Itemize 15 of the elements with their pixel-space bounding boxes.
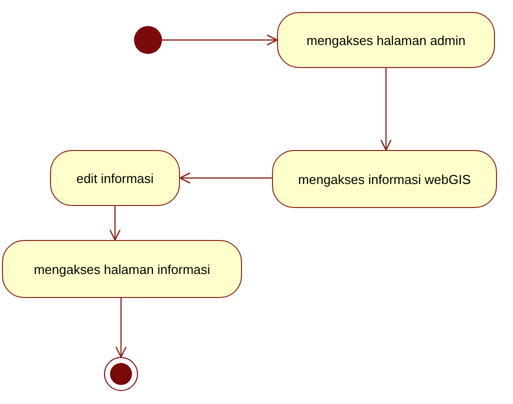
action-node <box>2 240 242 298</box>
action-label: mengakses informasi webGIS <box>298 172 471 186</box>
arrow <box>179 172 272 184</box>
action-node <box>277 12 495 68</box>
action-node <box>50 150 180 206</box>
action-label: mengakses halaman admin <box>306 32 466 48</box>
action-node <box>272 150 497 208</box>
arrow <box>109 206 121 241</box>
start-node <box>134 26 162 54</box>
action-label: mengakses halaman informasi <box>34 262 210 276</box>
arrow <box>115 298 127 358</box>
action-label: edit informasi <box>76 170 154 186</box>
end-node <box>104 357 138 391</box>
arrow <box>380 68 392 151</box>
arrow <box>162 34 278 46</box>
